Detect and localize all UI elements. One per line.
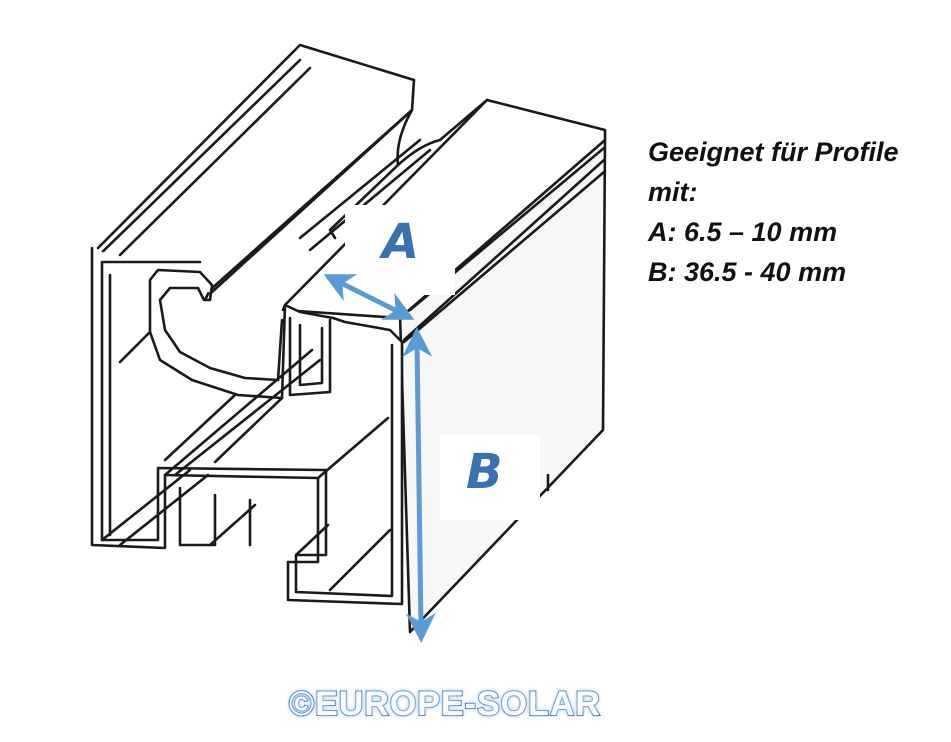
dimension-a-arrow <box>323 274 415 320</box>
dimension-b-label: B <box>466 444 503 500</box>
spec-line-b: B: 36.5 - 40 mm <box>648 257 847 287</box>
dimension-a-label: A <box>382 214 420 270</box>
profile-drawing <box>90 43 607 634</box>
label-b-backdrop <box>440 435 540 520</box>
logo-text: ©EUROPE-SOLAR <box>288 684 601 724</box>
profile-front-section <box>90 246 404 606</box>
dimension-b-arrow <box>402 327 436 643</box>
spec-line-with: mit: <box>648 177 698 207</box>
profile-specification: Geeignet für Profile mit: A: 6.5 – 10 mm… <box>648 132 899 292</box>
spec-line-title: Geeignet für Profile <box>648 137 899 167</box>
europe-solar-logo: ©EUROPE-SOLAR <box>270 682 620 726</box>
spec-line-a: A: 6.5 – 10 mm <box>648 217 838 247</box>
